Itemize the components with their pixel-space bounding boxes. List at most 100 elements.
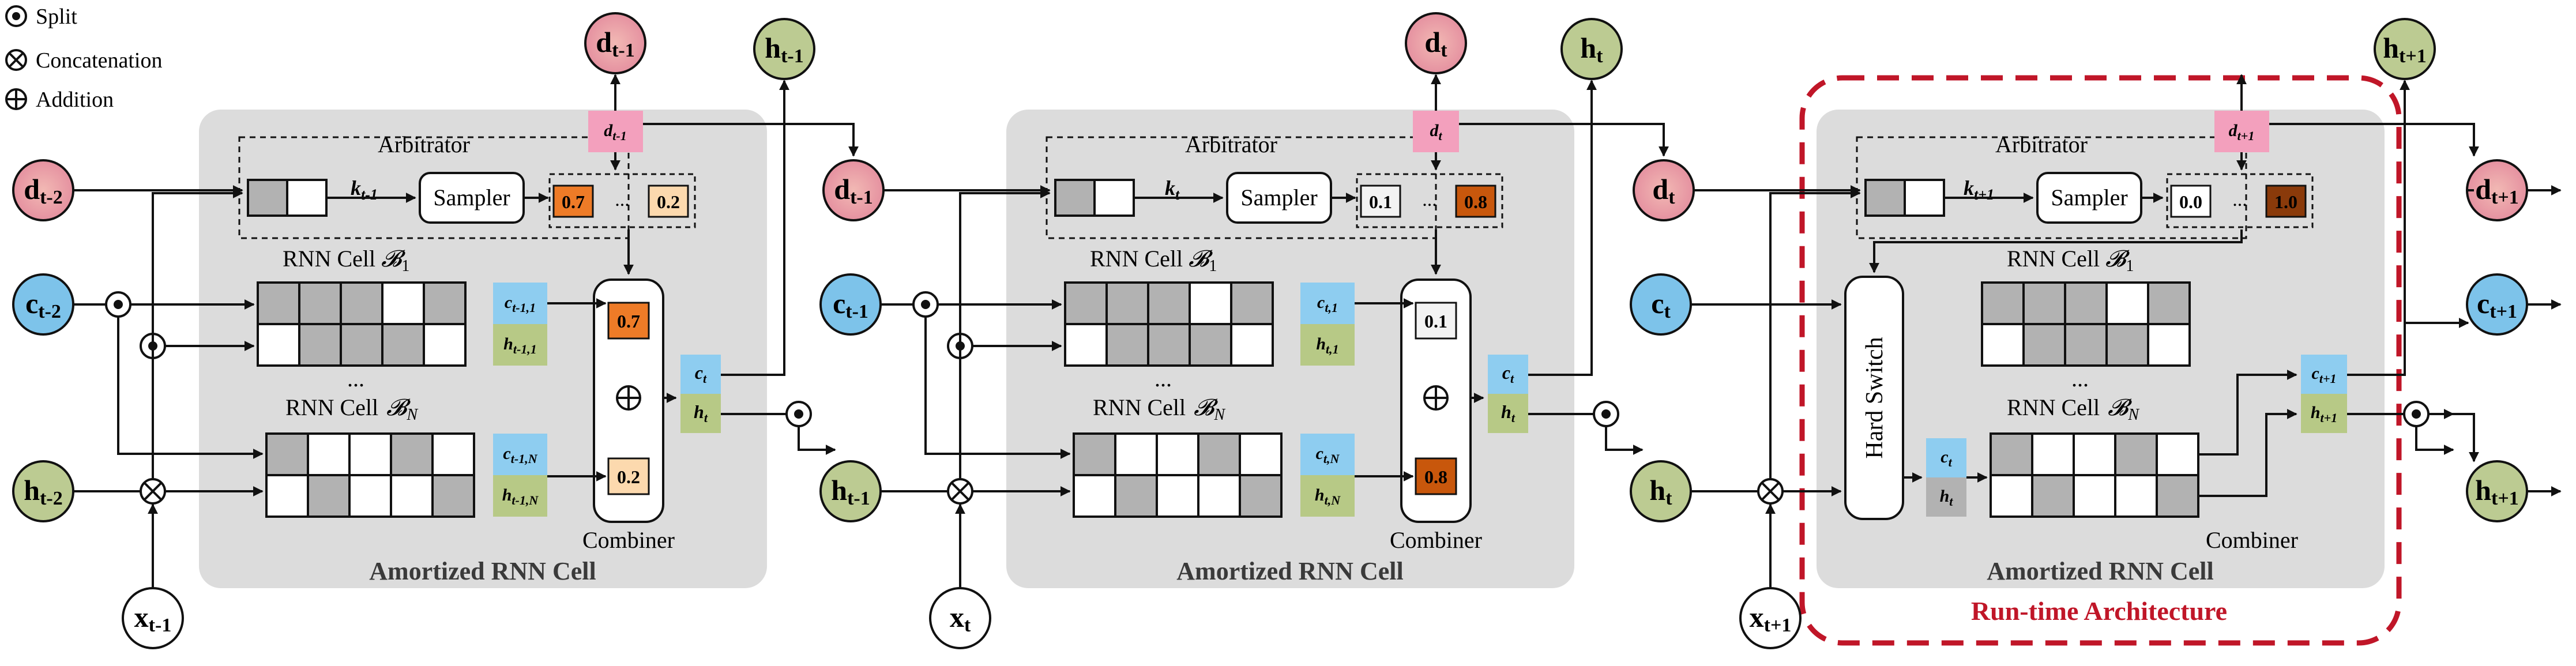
node-c-t-2: ct-2 bbox=[12, 273, 74, 336]
rnn-cell-1-grid bbox=[1064, 281, 1274, 367]
ct-tag-text: ct bbox=[1941, 447, 1952, 469]
ht-tag-text: ht bbox=[694, 401, 708, 425]
prob-dots: ... bbox=[615, 189, 630, 210]
svg-text:dt: dt bbox=[1652, 173, 1675, 208]
node-c-t-1: ct-1 bbox=[819, 273, 882, 336]
d-tag bbox=[2214, 111, 2269, 152]
svg-text:ht+1: ht+1 bbox=[2475, 474, 2519, 509]
h1-tag bbox=[493, 324, 547, 366]
arbitrator-white-cell bbox=[1904, 179, 1945, 217]
c1-tag-text: ct+1 bbox=[2312, 364, 2337, 386]
svg-text:ht: ht bbox=[1649, 474, 1672, 509]
hard-switch-box bbox=[1844, 276, 1904, 520]
prob-dots: ... bbox=[1422, 189, 1437, 210]
concat-icon bbox=[947, 478, 973, 505]
combiner-label: Combiner bbox=[1390, 527, 1482, 553]
sampler-label: Sampler bbox=[433, 185, 510, 210]
prob-vector-outline-1 bbox=[548, 173, 696, 228]
prob-first-value: 0.0 bbox=[2179, 191, 2202, 212]
hn-tag-text: ht-1,N bbox=[502, 486, 539, 507]
node-c-t+1: ct+1 bbox=[2466, 273, 2528, 336]
split-icon bbox=[105, 291, 131, 318]
combiner-add-icon bbox=[1423, 385, 1449, 411]
combiner-top-weight bbox=[1415, 302, 1457, 340]
node-h-t: ht bbox=[1630, 460, 1692, 522]
prob-dots: ... bbox=[2232, 189, 2247, 210]
legend-concat-label: Concatenation bbox=[36, 48, 162, 73]
prob-first-value: 0.7 bbox=[562, 191, 585, 212]
d-tag-text: dt+1 bbox=[2229, 121, 2255, 143]
legend-split-label: Split bbox=[36, 5, 77, 29]
arbitrator-3: Arbitrator bbox=[1856, 131, 2247, 239]
combiner-top-value: 0.7 bbox=[617, 311, 640, 332]
sampler-label: Sampler bbox=[1240, 185, 1317, 210]
node-x-t-1: xt-1 bbox=[122, 587, 184, 649]
arbitrator-white-cell bbox=[286, 179, 328, 217]
combiner-label: Combiner bbox=[582, 527, 675, 553]
node-h-t+1: ht+1 bbox=[2466, 460, 2528, 522]
hn-tag-text: ht,N bbox=[1315, 486, 1341, 507]
prob-last-box bbox=[648, 185, 689, 218]
prob-first-value: 0.1 bbox=[1369, 191, 1392, 212]
split-legend-icon bbox=[5, 5, 27, 27]
k-label: kt-1 bbox=[351, 176, 378, 203]
ht-tag-text: ht bbox=[1501, 401, 1515, 425]
c1-tag bbox=[1300, 283, 1355, 324]
svg-text:dt+1: dt+1 bbox=[2475, 173, 2519, 208]
h1-tag-text: ht+1 bbox=[2311, 403, 2337, 425]
ct-tag bbox=[680, 355, 721, 394]
svg-text:ct+1: ct+1 bbox=[2477, 287, 2517, 322]
svg-text:ht+1: ht+1 bbox=[2383, 32, 2427, 67]
node-h-t-1-top: ht-1 bbox=[753, 18, 815, 80]
ht-tag-text: ht bbox=[1940, 487, 1954, 509]
svg-text:ht: ht bbox=[1580, 32, 1603, 67]
c1-tag bbox=[2301, 355, 2347, 394]
combiner-top-value: 0.1 bbox=[1424, 311, 1447, 332]
node-d-t: dt bbox=[1633, 159, 1695, 221]
svg-text:xt+1: xt+1 bbox=[1750, 601, 1792, 636]
amortized-cell-label-2: Amortized RNN Cell bbox=[1176, 557, 1403, 585]
connectors-right bbox=[2405, 189, 2479, 462]
arbitrator-grey-cell bbox=[1864, 179, 1906, 217]
node-x-t: xt bbox=[929, 587, 991, 649]
svg-text:dt-1: dt-1 bbox=[596, 26, 634, 61]
combiner-bottom-weight bbox=[607, 457, 650, 495]
svg-text:ht-1: ht-1 bbox=[831, 474, 870, 509]
cn-tag bbox=[493, 434, 547, 475]
arbitrator-2: Arbitrator bbox=[1046, 131, 1437, 239]
arbitrator-grey-cell bbox=[1054, 179, 1096, 217]
prob-vector-outline-2 bbox=[1356, 173, 1503, 228]
node-d-t-1: dt-1 bbox=[822, 159, 885, 221]
combiner-label: Combiner bbox=[2206, 527, 2298, 553]
prob-last-value: 0.8 bbox=[1464, 191, 1487, 212]
runtime-architecture-label: Run-time Architecture bbox=[1971, 596, 2227, 626]
prob-first-box bbox=[552, 185, 594, 218]
svg-text:ct-2: ct-2 bbox=[25, 287, 61, 322]
split-icon bbox=[2403, 401, 2430, 427]
node-h-t-top: ht bbox=[1560, 18, 1623, 80]
node-h-t+1-top: ht+1 bbox=[2374, 18, 2436, 80]
amortized-cell-label-1: Amortized RNN Cell bbox=[369, 557, 596, 585]
h1-tag-text: ht-1,1 bbox=[503, 334, 537, 356]
arbitrator-1: Arbitrator bbox=[238, 131, 630, 239]
rnn-cell-n-grid bbox=[1990, 432, 2199, 518]
k-label: kt+1 bbox=[1964, 176, 1994, 203]
combiner-top-weight bbox=[607, 302, 650, 340]
rnn-cell-1-grid bbox=[257, 281, 467, 367]
prob-last-value: 1.0 bbox=[2274, 191, 2297, 212]
node-x-t+1: xt+1 bbox=[1739, 587, 1802, 649]
svg-text:xt-1: xt-1 bbox=[134, 601, 172, 636]
legend: Split Concatenation Addition bbox=[5, 5, 162, 112]
hn-tag bbox=[1300, 475, 1355, 517]
c1-tag-text: ct,1 bbox=[1317, 293, 1338, 315]
cn-tag bbox=[1300, 434, 1355, 475]
arbitrator-label: Arbitrator bbox=[378, 131, 470, 157]
concat-icon bbox=[140, 478, 166, 505]
svg-text:ct-1: ct-1 bbox=[833, 287, 868, 322]
d-tag-text: dt bbox=[1430, 121, 1442, 143]
